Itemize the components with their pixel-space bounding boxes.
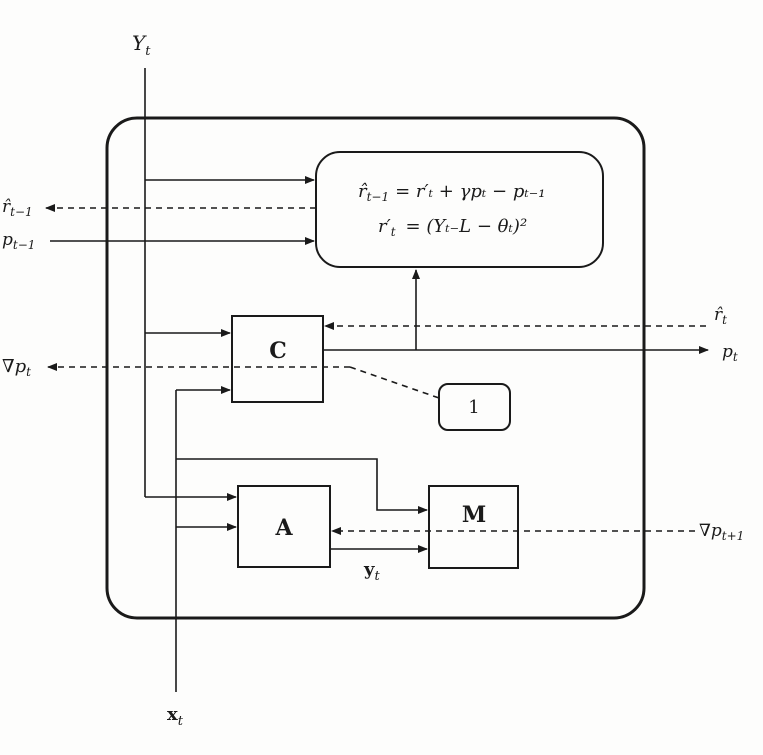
- equation-line-1: r̂t−1 = r′ₜ + γpₜ − pₜ₋₁: [358, 181, 546, 204]
- eq1-rhs: = r′ₜ + γpₜ − pₜ₋₁: [395, 181, 545, 202]
- eq2-lhs-sub: t: [391, 225, 396, 239]
- label-r-hat-t-minus-1: r̂t−1: [2, 197, 33, 219]
- block-one-label: 1: [468, 397, 479, 418]
- link-to-one: [349, 366, 440, 399]
- eq2-lhs: r′: [378, 216, 391, 237]
- y-t-bus: [144, 68, 315, 501]
- block-a-label: A: [274, 515, 293, 541]
- x-t-bus: [175, 386, 428, 692]
- label-y-t: Yt: [132, 31, 151, 59]
- label-r-hat-t: r̂t: [714, 305, 727, 327]
- eq1-lhs: r̂: [358, 181, 368, 202]
- label-y-small-t: yt: [363, 559, 380, 584]
- label-p-t-minus-1: pt−1: [2, 230, 35, 252]
- block-c-label: C: [269, 338, 287, 364]
- equation-box: [315, 151, 604, 268]
- label-x-t: xt: [167, 704, 184, 729]
- label-grad-p-t: ∇pt: [2, 356, 31, 379]
- label-grad-p-t-plus-1: ∇pt+1: [699, 521, 744, 543]
- label-p-t: pt: [722, 342, 738, 364]
- block-m: [428, 485, 519, 569]
- equation-line-2: r′t = (Yₜ₋L − θₜ)²: [378, 216, 527, 239]
- block-a: [237, 485, 331, 568]
- block-one: [438, 383, 511, 431]
- system-boundary: [105, 116, 646, 620]
- block-c: [231, 315, 324, 403]
- eq1-lhs-sub: t−1: [367, 190, 390, 204]
- eq2-rhs: = (Yₜ₋L − θₜ)²: [406, 216, 528, 237]
- block-m-label: M: [462, 502, 486, 528]
